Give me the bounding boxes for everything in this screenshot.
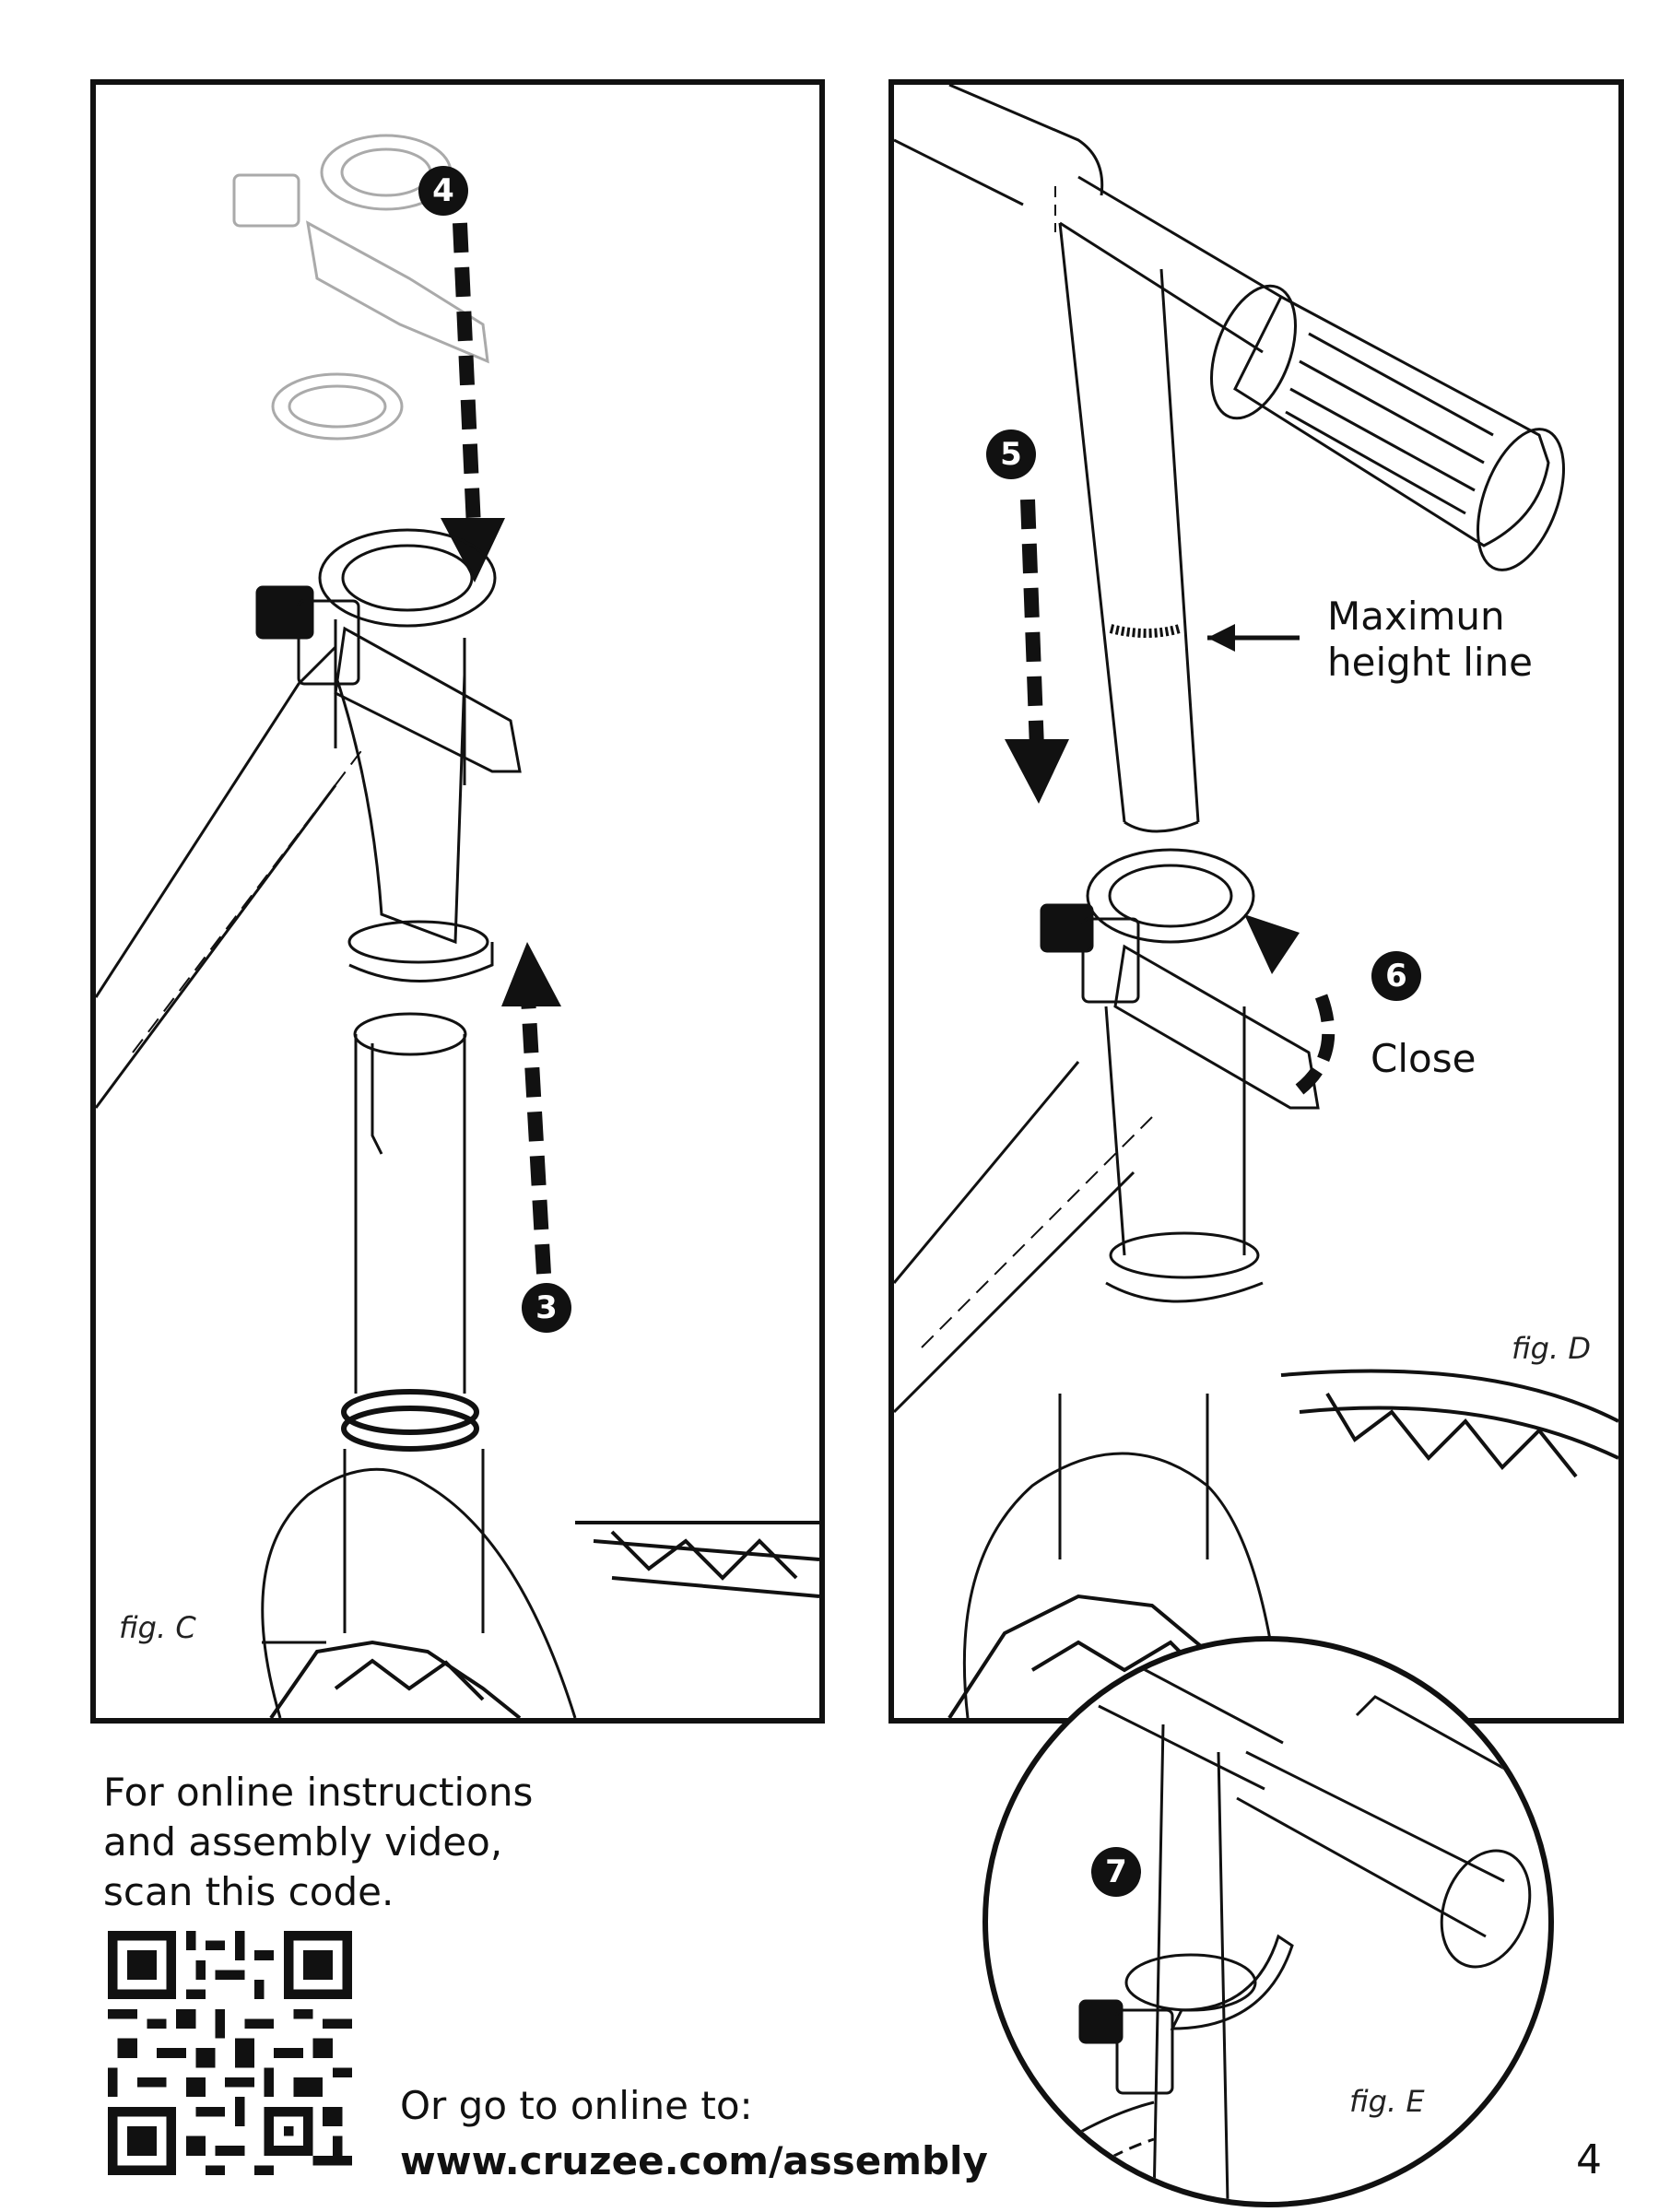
figure-c-label: fig. C — [119, 1610, 196, 1645]
online-instructions-text: For online instructions and assembly vid… — [103, 1768, 582, 1917]
step-6-badge: 6 — [1371, 951, 1421, 1001]
grip-drawing — [1209, 284, 1565, 571]
max-height-label-line2: height line — [1327, 640, 1534, 685]
step-4-badge: 4 — [418, 166, 468, 216]
figure-e-label: fig. E — [1349, 2084, 1425, 2119]
figure-c-panel: 4 3 fig. C — [90, 79, 825, 1724]
exploded-clamp-ghost — [232, 134, 489, 441]
figure-e-illustration — [988, 1658, 1542, 2202]
step-5-badge: 5 — [986, 429, 1036, 479]
qr-code[interactable] — [108, 1931, 352, 2175]
assembly-url-link[interactable]: www.cruzee.com/assembly — [400, 2138, 988, 2183]
figure-d-panel: 5 6 Maximun height line Close fig. D — [888, 79, 1624, 1724]
max-height-label: Maximun height line — [1327, 594, 1533, 686]
figure-d-illustration — [894, 85, 1618, 1718]
online-line-3: scan this code. — [103, 1869, 394, 1914]
online-web-prefix: Or go to online to: — [400, 2083, 753, 2128]
step-3-badge: 3 — [522, 1283, 571, 1333]
close-label: Close — [1371, 1036, 1477, 1081]
online-line-1: For online instructions — [103, 1770, 534, 1815]
figure-d-label: fig. D — [1512, 1331, 1591, 1366]
step-7-badge: 7 — [1091, 1847, 1141, 1897]
figure-c-illustration — [96, 134, 819, 1718]
page-number: 4 — [1576, 2136, 1602, 2183]
online-line-2: and assembly video, — [103, 1819, 503, 1865]
max-height-label-line1: Maximun — [1327, 594, 1505, 639]
figure-e-inset: 7 fig. E — [982, 1636, 1554, 2207]
